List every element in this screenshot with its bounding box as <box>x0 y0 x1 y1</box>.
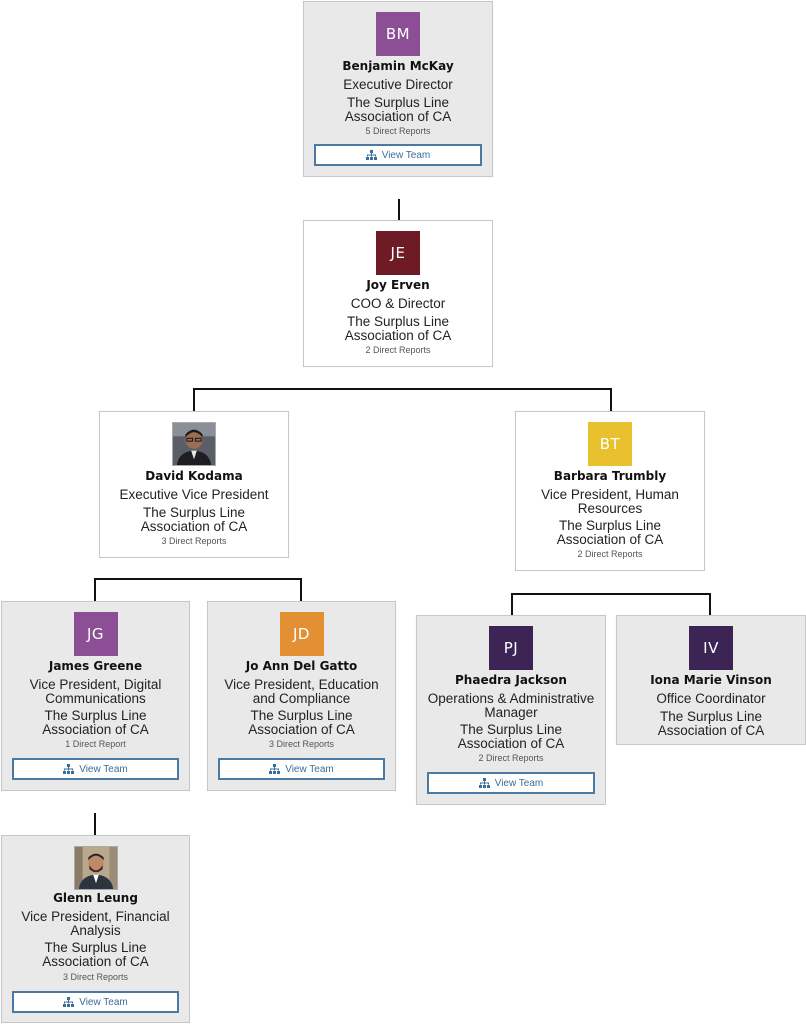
org-card-benjamin-mckay[interactable]: BM Benjamin McKay Executive Director The… <box>303 1 493 177</box>
avatar: JG <box>73 612 118 656</box>
org-card-joy-erven[interactable]: JE Joy Erven COO & Director The Surplus … <box>303 220 493 367</box>
organization-name: The Surplus Line Association of CA <box>344 95 452 124</box>
organization-name: The Surplus Line Association of CA <box>344 314 452 343</box>
person-title: Vice President, Digital Communications <box>29 677 162 706</box>
organization-name: The Surplus Line Association of CA <box>42 940 149 969</box>
view-team-button[interactable]: View Team <box>314 144 482 166</box>
organization-name: The Surplus Line Association of CA <box>248 708 355 737</box>
connector-line <box>94 578 302 580</box>
org-card-david-kodama[interactable]: David Kodama Executive Vice President Th… <box>99 411 289 558</box>
avatar: JD <box>279 612 324 656</box>
avatar: BT <box>588 422 632 466</box>
direct-reports-count: 2 Direct Reports <box>365 345 431 355</box>
connector-line <box>94 578 96 601</box>
connector-line <box>610 388 612 411</box>
connector-line <box>511 593 513 615</box>
direct-reports-count: 3 Direct Reports <box>62 972 129 982</box>
avatar: PJ <box>489 626 533 670</box>
connector-line <box>300 578 302 601</box>
org-card-barbara-trumbly[interactable]: BT Barbara Trumbly Vice President, Human… <box>515 411 705 571</box>
view-team-button[interactable]: View Team <box>427 772 595 794</box>
person-name: Jo Ann Del Gatto <box>245 659 358 673</box>
avatar: JE <box>376 231 420 275</box>
person-name: Joy Erven <box>366 278 430 292</box>
org-chart-icon <box>365 150 377 160</box>
person-name: Benjamin McKay <box>342 59 454 73</box>
org-card-iona-marie-vinson[interactable]: IV Iona Marie Vinson Office Coordinator … <box>616 615 806 745</box>
person-name: Iona Marie Vinson <box>650 673 772 687</box>
person-title: Office Coordinator <box>656 691 766 706</box>
person-name: James Greene <box>48 659 143 673</box>
org-chart-icon <box>269 764 281 774</box>
connector-line <box>193 388 195 411</box>
person-title: Executive Vice President <box>119 487 269 502</box>
connector-line <box>94 813 96 835</box>
connector-line <box>193 388 612 390</box>
organization-name: The Surplus Line Association of CA <box>457 722 565 751</box>
view-team-button[interactable]: View Team <box>12 758 179 780</box>
person-title: Vice President, Financial Analysis <box>21 909 170 938</box>
person-name: Phaedra Jackson <box>455 673 567 687</box>
organization-name: The Surplus Line Association of CA <box>42 708 149 737</box>
org-card-james-greene[interactable]: JG James Greene Vice President, Digital … <box>1 601 190 791</box>
person-name: David Kodama <box>145 469 243 483</box>
org-card-phaedra-jackson[interactable]: PJ Phaedra Jackson Operations & Administ… <box>416 615 606 805</box>
direct-reports-count: 3 Direct Reports <box>268 739 335 749</box>
avatar-photo <box>172 422 216 466</box>
org-chart-icon <box>63 764 75 774</box>
person-photo-icon <box>74 847 117 889</box>
connector-line <box>511 593 711 595</box>
person-title: Operations & Administrative Manager <box>427 691 595 720</box>
avatar: IV <box>689 626 733 670</box>
organization-name: The Surplus Line Association of CA <box>140 505 248 534</box>
person-name: Glenn Leung <box>53 891 138 905</box>
view-team-button[interactable]: View Team <box>218 758 385 780</box>
direct-reports-count: 3 Direct Reports <box>161 536 227 546</box>
person-name: Barbara Trumbly <box>553 469 667 483</box>
org-chart-icon <box>478 778 490 788</box>
person-title: Vice President, Education and Compliance <box>224 677 379 706</box>
avatar: BM <box>376 12 420 56</box>
direct-reports-count: 1 Direct Report <box>65 739 126 749</box>
view-team-label: View Team <box>285 763 334 775</box>
view-team-label: View Team <box>381 149 431 161</box>
view-team-label: View Team <box>494 777 544 789</box>
org-card-glenn-leung[interactable]: Glenn Leung Vice President, Financial An… <box>1 835 190 1023</box>
direct-reports-count: 5 Direct Reports <box>365 126 431 136</box>
view-team-label: View Team <box>79 996 128 1008</box>
avatar-photo <box>73 846 118 890</box>
person-title: COO & Director <box>350 296 446 311</box>
connector-line <box>709 593 711 615</box>
org-card-jo-ann-del-gatto[interactable]: JD Jo Ann Del Gatto Vice President, Educ… <box>207 601 396 791</box>
connector-line <box>398 199 400 220</box>
direct-reports-count: 2 Direct Reports <box>577 549 643 559</box>
org-chart-icon <box>63 997 75 1007</box>
person-photo-icon <box>173 423 215 465</box>
view-team-button[interactable]: View Team <box>12 991 179 1013</box>
person-title: Vice President, Human Resources <box>541 487 679 516</box>
person-title: Executive Director <box>343 77 453 92</box>
direct-reports-count: 2 Direct Reports <box>478 753 544 763</box>
organization-name: The Surplus Line Association of CA <box>657 709 765 738</box>
organization-name: The Surplus Line Association of CA <box>556 518 664 547</box>
view-team-label: View Team <box>79 763 128 775</box>
